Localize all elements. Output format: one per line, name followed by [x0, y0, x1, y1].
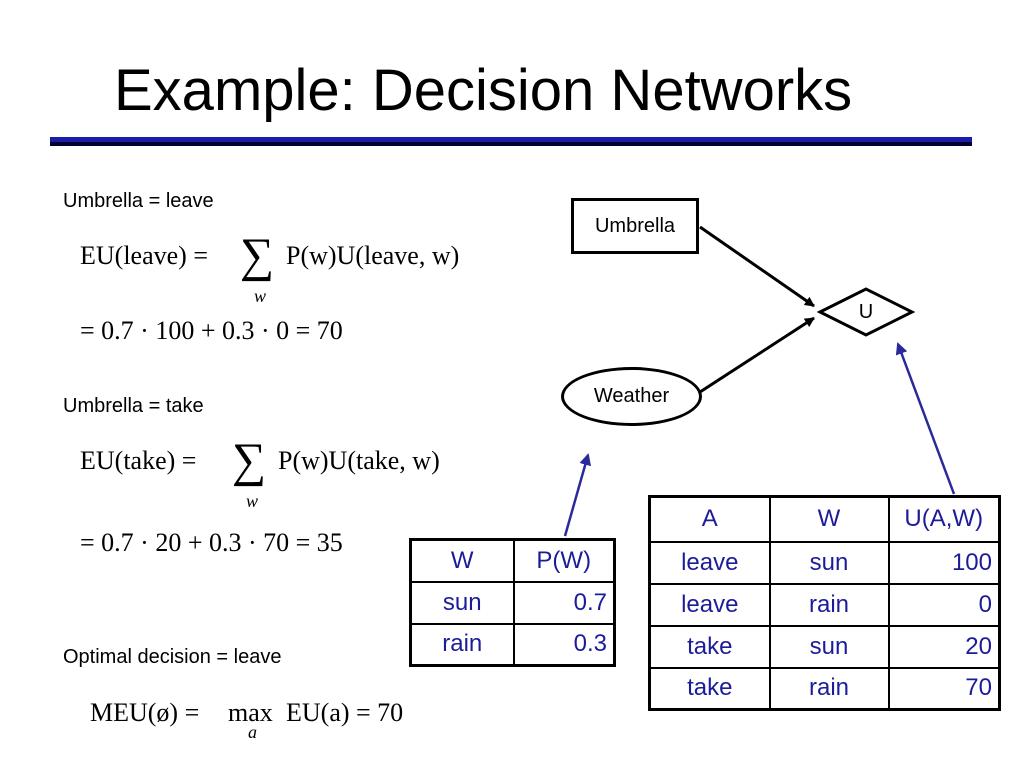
table-row: leave sun 100	[648, 540, 1001, 585]
sum-index-leave: w	[254, 286, 267, 306]
pw-cell: rain	[409, 622, 515, 667]
table-row: take rain 70	[648, 666, 1001, 711]
table-row: take sun 20	[648, 624, 1001, 669]
table-row: rain 0.3	[409, 622, 616, 667]
umbrella-node-label: Umbrella	[594, 214, 676, 237]
eu-leave-calc: = 0.7 · 100 + 0.3 · 0 = 70	[80, 316, 343, 345]
sum-symbol-take: ∑	[232, 434, 267, 487]
pointer-u-table-to-u	[895, 342, 956, 495]
u-cell: 100	[887, 540, 1001, 585]
max-operator: max	[228, 698, 273, 727]
sum-symbol-leave: ∑	[240, 229, 275, 282]
pw-cell: 0.7	[512, 580, 616, 625]
pw-cell: sun	[409, 580, 515, 625]
umbrella-decision-node: Umbrella	[571, 198, 699, 254]
eu-leave-rhs: P(w)U(leave, w)	[286, 241, 460, 270]
utility-node-shape	[816, 287, 916, 337]
eu-take-lhs: EU(take) =	[80, 446, 197, 475]
u-cell: sun	[768, 540, 890, 585]
pw-header-w: W	[409, 538, 515, 583]
u-cell: leave	[648, 540, 771, 585]
meu-max: max a	[228, 698, 288, 748]
u-cell: rain	[768, 666, 890, 711]
pointer-pw-to-weather	[563, 453, 592, 537]
u-cell: 20	[887, 624, 1001, 669]
weather-chance-node: Weather	[561, 367, 702, 426]
meu-rhs: EU(a) = 70	[286, 698, 404, 727]
utility-node: U	[820, 289, 912, 335]
u-header-u: U(A,W)	[887, 495, 1001, 543]
slide-title: Example: Decision Networks	[114, 58, 853, 123]
optimal-decision-label: Optimal decision = leave	[63, 646, 282, 668]
table-row: sun 0.7	[409, 580, 616, 625]
eu-take-rhs: P(w)U(take, w)	[278, 446, 440, 475]
utility-node-label: U	[858, 300, 874, 323]
sum-take: ∑ w	[232, 433, 272, 513]
take-section-label: Umbrella = take	[63, 395, 204, 417]
table-row: leave rain 0	[648, 582, 1001, 627]
pw-table-header: W P(W)	[409, 538, 616, 583]
u-cell: rain	[768, 582, 890, 627]
sum-index-take: w	[246, 491, 259, 511]
u-cell: 0	[887, 582, 1001, 627]
u-cell: sun	[768, 624, 890, 669]
u-header-a: A	[648, 495, 771, 543]
meu-lhs: MEU(ø) =	[90, 698, 200, 727]
u-cell: 70	[887, 666, 1001, 711]
edge-weather-to-u	[699, 316, 815, 394]
u-cell: take	[648, 666, 771, 711]
eu-leave-lhs: EU(leave) =	[80, 241, 208, 270]
sum-leave: ∑ w	[240, 228, 280, 308]
title-rule-blue	[50, 137, 972, 142]
eu-take-calc: = 0.7 · 20 + 0.3 · 70 = 35	[80, 528, 343, 557]
pw-header-p: P(W)	[512, 538, 616, 583]
u-header-w: W	[768, 495, 890, 543]
leave-section-label: Umbrella = leave	[63, 190, 214, 212]
u-cell: take	[648, 624, 771, 669]
max-index: a	[248, 722, 257, 742]
edge-umbrella-to-u	[699, 225, 815, 308]
u-table-header: A W U(A,W)	[648, 495, 1001, 543]
title-rule-dark	[50, 142, 972, 146]
pw-cell: 0.3	[512, 622, 616, 667]
u-cell: leave	[648, 582, 771, 627]
utility-table: A W U(A,W) leave sun 100 leave rain 0 ta…	[648, 495, 1001, 711]
pw-table: W P(W) sun 0.7 rain 0.3	[409, 538, 616, 667]
weather-node-label: Weather	[593, 385, 670, 407]
